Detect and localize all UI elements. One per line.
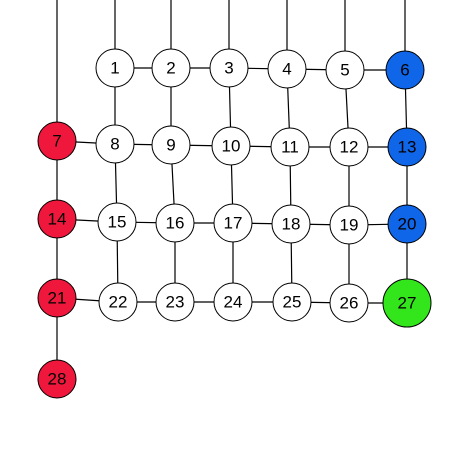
- node-label: 21: [48, 289, 67, 308]
- node-14: 14: [37, 199, 77, 239]
- node-label: 13: [398, 138, 417, 157]
- node-4: 4: [267, 49, 307, 89]
- node-10: 10: [211, 126, 251, 166]
- node-circle: [213, 203, 253, 243]
- node-circle: [155, 203, 195, 243]
- node-label: 18: [282, 215, 301, 234]
- node-circle: [37, 199, 77, 239]
- node-label: 9: [166, 136, 175, 155]
- node-label: 4: [282, 60, 291, 79]
- node-label: 2: [166, 59, 175, 78]
- node-circle: [382, 278, 432, 328]
- node-circle: [387, 204, 427, 244]
- node-label: 6: [400, 61, 409, 80]
- node-18: 18: [271, 204, 311, 244]
- node-label: 10: [222, 137, 241, 156]
- node-17: 17: [213, 203, 253, 243]
- node-label: 26: [340, 294, 359, 313]
- node-label: 22: [109, 293, 128, 312]
- node-label: 15: [108, 213, 127, 232]
- node-15: 15: [97, 202, 137, 242]
- node-circle: [329, 205, 369, 245]
- node-label: 7: [52, 132, 61, 151]
- node-circle: [329, 127, 369, 167]
- node-circle: [270, 127, 310, 167]
- node-circle: [387, 127, 427, 167]
- node-label: 23: [166, 293, 185, 312]
- node-circle: [329, 283, 369, 323]
- node-label: 3: [224, 59, 233, 78]
- node-label: 5: [340, 61, 349, 80]
- node-label: 11: [281, 138, 299, 157]
- node-label: 1: [110, 59, 119, 78]
- node-5: 5: [325, 50, 365, 90]
- node-circle: [272, 282, 312, 322]
- node-24: 24: [213, 282, 253, 322]
- node-circle: [271, 204, 311, 244]
- node-label: 20: [398, 215, 417, 234]
- node-label: 28: [48, 370, 67, 389]
- node-3: 3: [209, 48, 249, 88]
- node-12: 12: [329, 127, 369, 167]
- node-9: 9: [151, 125, 191, 165]
- node-circle: [37, 359, 77, 399]
- node-label: 14: [48, 210, 67, 229]
- node-circle: [98, 282, 138, 322]
- node-16: 16: [155, 203, 195, 243]
- node-circle: [385, 50, 425, 90]
- node-label: 17: [224, 214, 243, 233]
- node-label: 24: [224, 293, 243, 312]
- node-label: 27: [398, 294, 417, 313]
- node-8: 8: [95, 124, 135, 164]
- node-circle: [325, 50, 365, 90]
- node-20: 20: [387, 204, 427, 244]
- node-circle: [155, 282, 195, 322]
- node-label: 25: [283, 293, 302, 312]
- node-23: 23: [155, 282, 195, 322]
- node-label: 12: [340, 138, 359, 157]
- node-1: 1: [95, 48, 135, 88]
- node-label: 19: [340, 216, 359, 235]
- node-6: 6: [385, 50, 425, 90]
- node-circle: [151, 48, 191, 88]
- node-circle: [95, 48, 135, 88]
- node-circle: [267, 49, 307, 89]
- node-22: 22: [98, 282, 138, 322]
- node-26: 26: [329, 283, 369, 323]
- node-circle: [95, 124, 135, 164]
- node-circle: [211, 126, 251, 166]
- node-27: 27: [382, 278, 432, 328]
- node-28: 28: [37, 359, 77, 399]
- node-label: 16: [166, 214, 185, 233]
- node-circle: [37, 121, 77, 161]
- node-circle: [213, 282, 253, 322]
- node-label: 8: [110, 135, 119, 154]
- node-circle: [209, 48, 249, 88]
- node-7: 7: [37, 121, 77, 161]
- node-11: 11: [270, 127, 310, 167]
- node-21: 21: [37, 278, 77, 318]
- node-25: 25: [272, 282, 312, 322]
- node-circle: [97, 202, 137, 242]
- node-19: 19: [329, 205, 369, 245]
- node-2: 2: [151, 48, 191, 88]
- node-13: 13: [387, 127, 427, 167]
- node-circle: [37, 278, 77, 318]
- node-circle: [151, 125, 191, 165]
